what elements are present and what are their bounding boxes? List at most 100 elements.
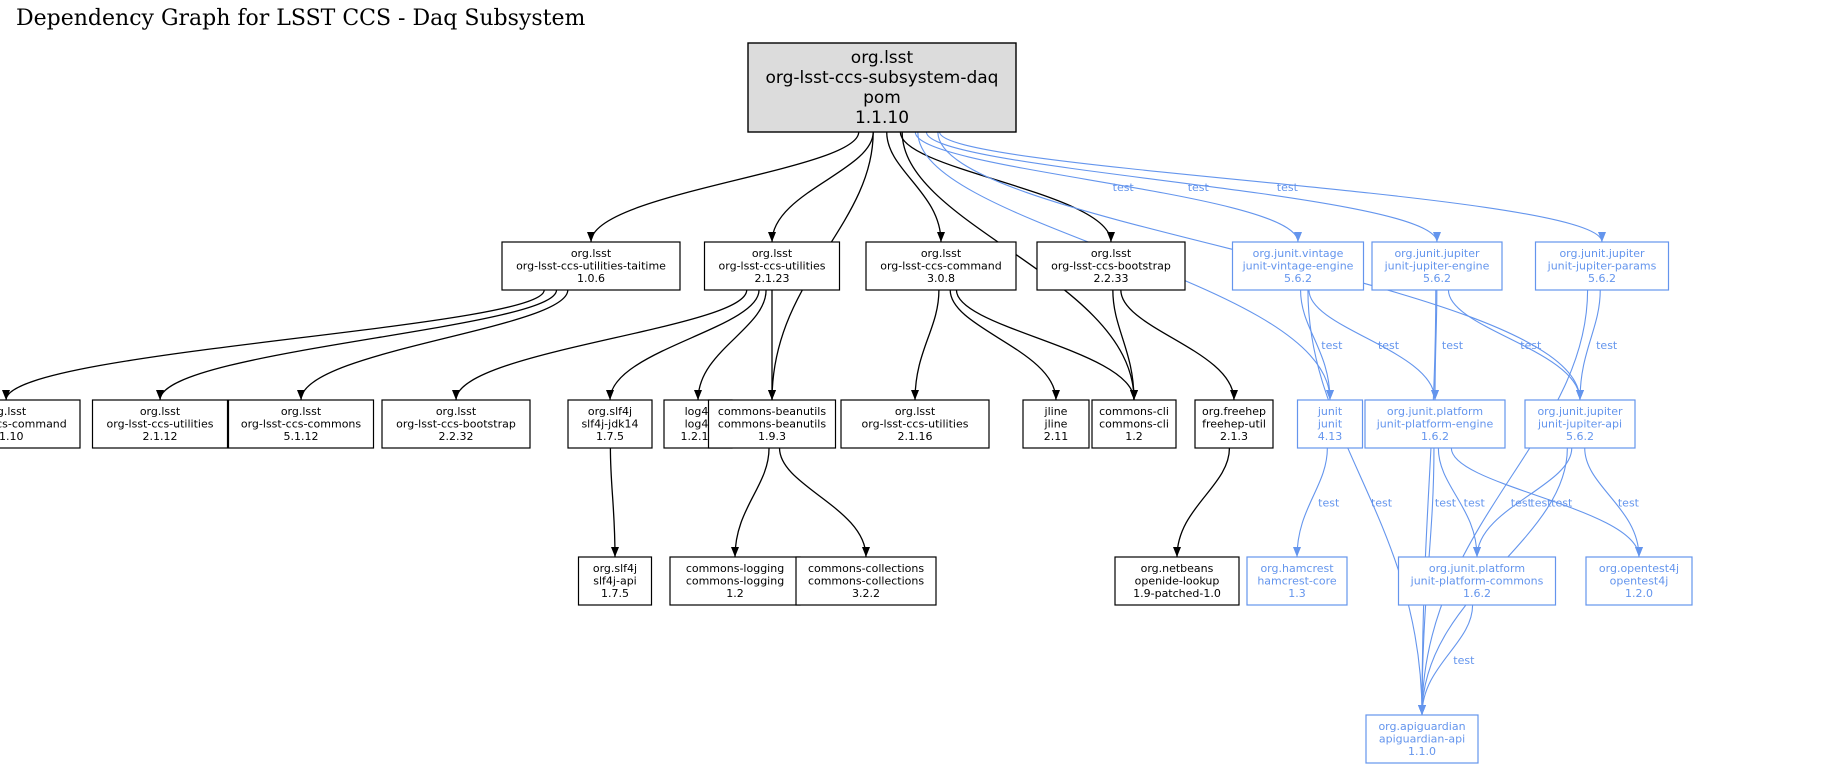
node-box bbox=[1091, 399, 1177, 449]
edge-label: test bbox=[1371, 497, 1393, 510]
node-label-line: junit bbox=[1317, 405, 1343, 418]
node-label-line: org.lsst bbox=[0, 405, 27, 418]
node-vintage-engine: org.junit.vintagejunit-vintage-engine5.6… bbox=[1231, 241, 1365, 291]
node-box bbox=[1296, 399, 1364, 449]
node-label-line: org.slf4j bbox=[593, 562, 637, 575]
node-box bbox=[227, 399, 375, 449]
node-label-line: 5.6.2 bbox=[1566, 430, 1594, 443]
edge-beanutils-to-commons_collections bbox=[778, 447, 870, 558]
node-label-line: commons-beanutils bbox=[718, 418, 826, 431]
node-label-line: 1.2.17 bbox=[681, 430, 716, 443]
edge-jupiter_engine-to-platform_engine bbox=[1431, 289, 1440, 401]
node-box bbox=[1231, 241, 1365, 291]
node-label-line: org.junit.jupiter bbox=[1537, 405, 1623, 418]
node-label-line: org.lsst bbox=[1091, 247, 1132, 260]
edge-junit-to-hamcrest bbox=[1293, 447, 1328, 558]
edge-label: test bbox=[1113, 181, 1135, 194]
node-box bbox=[1246, 556, 1348, 606]
edge-label: test bbox=[1596, 339, 1618, 352]
edge-command_308-to-jline bbox=[949, 289, 1060, 401]
node-label-line: commons-beanutils bbox=[718, 405, 826, 418]
node-label-line: org.lsst bbox=[921, 247, 962, 260]
node-label-line: org.lsst bbox=[436, 405, 477, 418]
edge-jupiter_engine-to-jupiter_api bbox=[1447, 289, 1584, 401]
node-label-line: org.lsst bbox=[571, 247, 612, 260]
node-box bbox=[1036, 241, 1186, 291]
node-box bbox=[1585, 556, 1693, 606]
node-label-line: commons-cli bbox=[1099, 405, 1169, 418]
edge-root-to-jupiter_params bbox=[939, 131, 1606, 243]
edge-label: test bbox=[1188, 181, 1210, 194]
edge-freehep_util-to-openide_lookup bbox=[1173, 447, 1231, 558]
node-box bbox=[1194, 399, 1274, 449]
node-box bbox=[747, 42, 1017, 133]
node-label-line: junit bbox=[1317, 418, 1343, 431]
edge-beanutils-to-commons_logging bbox=[731, 447, 770, 558]
node-label-line: commons-logging bbox=[686, 562, 784, 575]
node-label-line: org-lsst-ccs-utilities bbox=[862, 418, 969, 431]
node-label-line: 2.11 bbox=[1044, 430, 1069, 443]
edge-slf4j_jdk14-to-slf4j_api bbox=[609, 447, 619, 558]
nodes-layer: org.lsst org-lsst-ccs-subsystem-daqpom1.1… bbox=[0, 42, 1693, 764]
node-label-line: 1.6.2 bbox=[1463, 587, 1491, 600]
edge-label: test bbox=[1318, 497, 1340, 510]
node-label-line: 2.1.10 bbox=[0, 430, 24, 443]
edge-jupiter_params-to-apiguardian bbox=[1418, 289, 1589, 716]
node-label-line: 2.2.33 bbox=[1094, 272, 1129, 285]
node-label-line: org-lsst-ccs-utilities bbox=[719, 260, 826, 273]
edge-label: test bbox=[1520, 339, 1542, 352]
node-label-line: junit-jupiter-params bbox=[1547, 260, 1657, 273]
node-label-line: opentest4j bbox=[1610, 575, 1669, 588]
node-label-line: org-lsst-ccs-command bbox=[0, 418, 67, 431]
node-label-line: 4.13 bbox=[1318, 430, 1343, 443]
node-box bbox=[1371, 241, 1503, 291]
node-label-line: org.junit.platform bbox=[1429, 562, 1525, 575]
node-label-line: 1.6.2 bbox=[1421, 430, 1449, 443]
edge-jupiter_api-to-platform_commons bbox=[1473, 447, 1573, 558]
node-commons-collections: commons-collectionscommons-collections3.… bbox=[795, 556, 937, 606]
node-label-line: 5.6.2 bbox=[1284, 272, 1312, 285]
node-label-line: org-lsst-ccs-subsystem-daq bbox=[766, 68, 999, 88]
node-box bbox=[1534, 241, 1670, 291]
edge-jupiter_params-to-jupiter_api bbox=[1576, 289, 1601, 401]
edge-label: test bbox=[1277, 181, 1299, 194]
edge-platform_commons-to-apiguardian bbox=[1418, 604, 1474, 716]
edge-vintage_engine-to-platform_engine bbox=[1308, 289, 1439, 401]
node-label-line: 1.7.5 bbox=[596, 430, 624, 443]
node-label-line: pom bbox=[863, 88, 901, 108]
node-label-line: org.junit.jupiter bbox=[1394, 247, 1480, 260]
node-label-line: org.netbeans bbox=[1141, 562, 1214, 575]
edge-root-to-utilities_2123 bbox=[768, 131, 874, 243]
node-label-line: apiguardian-api bbox=[1379, 733, 1465, 746]
edge-root-to-bootstrap_2233 bbox=[899, 131, 1115, 243]
node-label-line: 5.6.2 bbox=[1423, 272, 1451, 285]
edge-taitime-to-commons_5112 bbox=[297, 289, 569, 401]
node-label-line: org.lsst bbox=[140, 405, 181, 418]
node-label-line: org-lsst-ccs-command bbox=[880, 260, 1002, 273]
node-label-line: freehep-util bbox=[1202, 418, 1266, 431]
edge-root-to-vintage_engine bbox=[914, 131, 1302, 243]
node-label-line: 1.9-patched-1.0 bbox=[1133, 587, 1221, 600]
node-label-line: 5.1.12 bbox=[284, 430, 319, 443]
graph-title: Dependency Graph for LSST CCS - Daq Subs… bbox=[16, 6, 586, 31]
node-box bbox=[577, 556, 653, 606]
node-label-line: 1.0.6 bbox=[577, 272, 605, 285]
node-box bbox=[1114, 556, 1240, 606]
edge-taitime-to-utilities_2112 bbox=[156, 289, 558, 401]
edge-platform_engine-to-opentest4j bbox=[1450, 447, 1643, 558]
node-box bbox=[501, 241, 681, 291]
edge-utilities_2123-to-slf4j_jdk14 bbox=[606, 289, 760, 401]
node-label-line: 1.1.10 bbox=[855, 108, 909, 128]
